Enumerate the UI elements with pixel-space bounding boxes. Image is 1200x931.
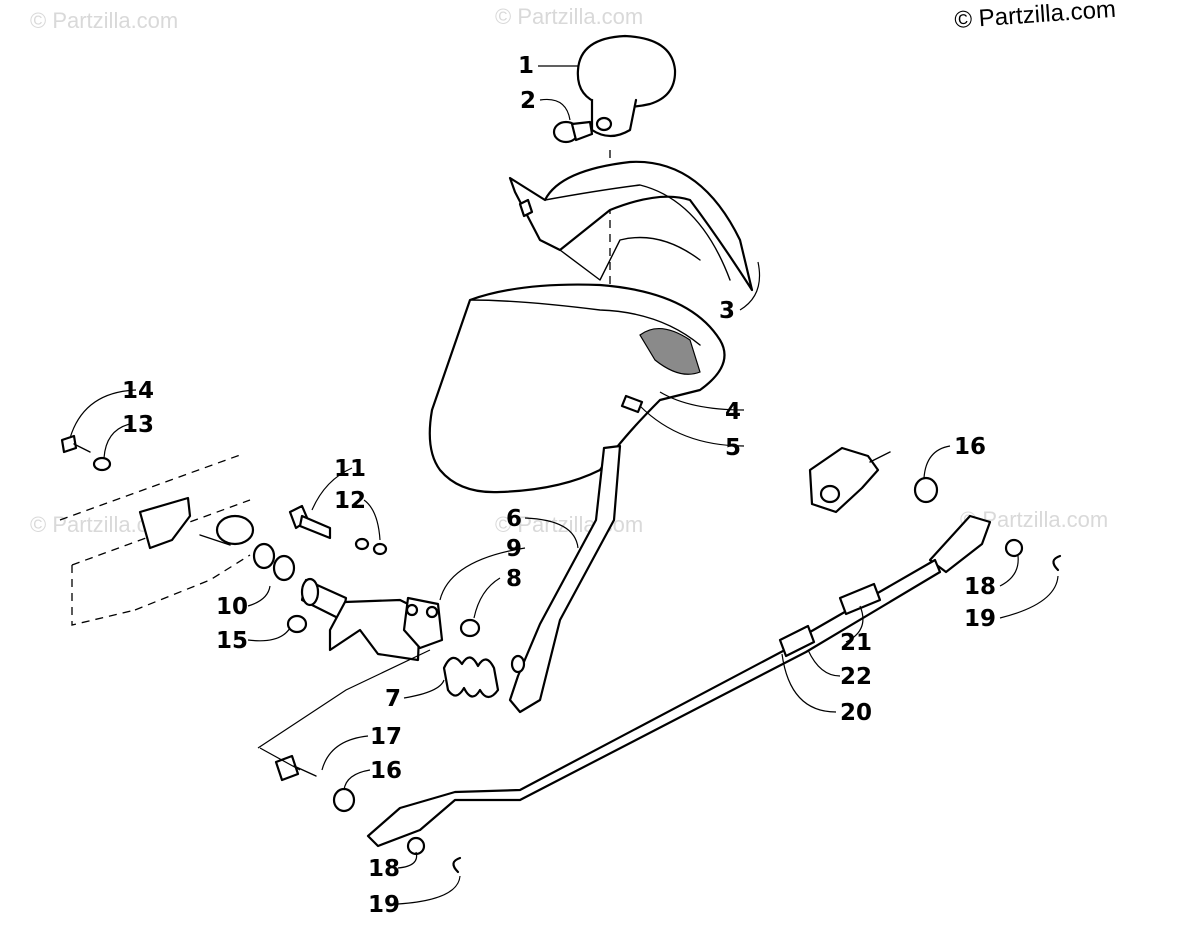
assembly-link-line [257, 649, 431, 749]
shifter-cover-drawing [508, 160, 754, 292]
callout-6: 6 [506, 506, 522, 532]
washer-lower-drawing [406, 836, 426, 856]
bolt-washer-drawing [60, 434, 112, 472]
callout-17: 17 [370, 724, 402, 750]
callout-2: 2 [520, 88, 536, 114]
shift-rod-drawing [366, 514, 992, 848]
boot-housing-drawing [428, 283, 726, 494]
callout-3: 3 [719, 298, 735, 324]
callout-22: 22 [840, 664, 872, 690]
shoulder-bolt-drawing [274, 754, 317, 782]
callout-20: 20 [840, 700, 872, 726]
watermark-mid-center: © Partzilla.com [495, 512, 643, 537]
callout-12: 12 [334, 488, 366, 514]
callout-16-lower: 16 [370, 758, 402, 784]
callout-4: 4 [725, 399, 741, 425]
watermark-top-left: © Partzilla.com [30, 8, 178, 33]
linkage-bracket-drawing [808, 446, 891, 514]
washer-upper-drawing [1004, 538, 1024, 558]
shift-knob-drawing [576, 34, 677, 138]
callout-11: 11 [334, 456, 366, 482]
copyright-text: © Partzilla.com [954, 0, 1117, 34]
callout-18-lower: 18 [368, 856, 400, 882]
e-clip-upper-drawing [1052, 554, 1062, 572]
washers-drawing [354, 537, 388, 556]
nut-drawing [286, 614, 308, 634]
callout-5: 5 [725, 435, 741, 461]
frame-bracket-drawing [59, 454, 255, 626]
callout-19-upper: 19 [964, 606, 996, 632]
callout-13: 13 [122, 412, 154, 438]
shaft-bracket-drawing [300, 577, 444, 662]
assembly-link-line-2 [259, 747, 301, 771]
bushing-lower-drawing [332, 787, 356, 813]
callout-1: 1 [518, 53, 534, 79]
callout-19-lower: 19 [368, 892, 400, 918]
callout-21: 21 [840, 630, 872, 656]
o-rings-drawing [252, 542, 296, 582]
leader-lines [69, 65, 1059, 905]
callout-8: 8 [506, 566, 522, 592]
callout-9: 9 [506, 536, 522, 562]
callout-15: 15 [216, 628, 248, 654]
callout-18-upper: 18 [964, 574, 996, 600]
grommet-drawing [620, 394, 644, 414]
cap-screw-drawing [288, 504, 332, 540]
lock-nut-drawing [459, 618, 481, 638]
callout-14: 14 [122, 378, 154, 404]
callout-7: 7 [385, 686, 401, 712]
spring-drawing [442, 656, 500, 699]
shift-lever-drawing [508, 444, 622, 714]
knob-screw-drawing [552, 120, 594, 144]
bushing-upper-drawing [913, 476, 939, 504]
callout-16-upper: 16 [954, 434, 986, 460]
callout-10: 10 [216, 594, 248, 620]
watermark-top-center: © Partzilla.com [495, 4, 643, 29]
e-clip-lower-drawing [452, 856, 462, 874]
callout-labels: 1 2 3 4 5 6 7 8 9 10 11 12 13 14 15 16 1… [122, 53, 996, 918]
